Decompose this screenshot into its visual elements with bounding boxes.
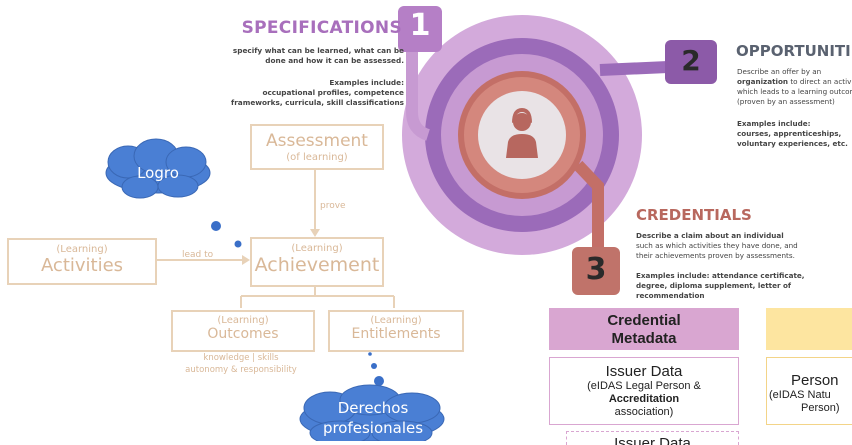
number-3: 3 [585,252,607,287]
leadto-arrow-head [242,255,250,265]
achievement-box: (Learning) Achievement [250,237,384,287]
next-data-box: Issuer Data [566,431,739,445]
outcomes-label: Outcomes [207,326,279,342]
opportunities-title: OPPORTUNITIES [736,42,852,60]
person-data-line2: Person) [801,402,840,414]
credential-metadata-header: Credential Metadata [549,308,739,350]
thought-bubble-4 [368,352,372,356]
thought-bubble-2 [234,240,242,248]
number-box-3 [572,247,620,295]
issuer-data-title: Issuer Data [605,363,683,380]
credentials-title: CREDENTIALS [636,206,752,224]
person-icon [506,108,538,158]
number-box-2 [665,40,717,84]
credentials-description: Describe a claim about an individual suc… [636,231,798,260]
assessment-label: Assessment [266,131,368,151]
next-data-title: Issuer Data [614,435,691,445]
thought-bubble-5 [371,363,377,369]
credentials-examples: Examples include: attendance certificate… [636,271,805,300]
person-data-line1: (eIDAS Natu [769,389,831,401]
achievement-label: Achievement [254,254,380,276]
issuer-data-line1: (eIDAS Legal Person & [587,380,701,392]
lead-to-label: lead to [182,250,214,260]
entitlements-label: Entitlements [351,326,441,342]
specifications-description: specify what can be learned, what can be… [232,46,404,65]
opportunities-description: Describe an offer by an organization to … [737,67,852,106]
achievement-sublabel: (Learning) [291,243,343,254]
issuer-data-line2: Accreditation [608,393,680,405]
number-box-1 [398,6,442,52]
derechos-cloud-text: Derechos profesionales [322,399,424,437]
outcomes-box: (Learning) Outcomes [171,310,315,352]
activities-label: Activities [40,255,124,276]
person-data-title: Person [791,372,839,389]
number-2: 2 [681,44,701,77]
derechos-cloud [299,384,445,441]
assessment-sublabel: (of learning) [286,152,348,163]
number-1: 1 [409,8,431,43]
specifications-title: SPECIFICATIONS [241,18,402,38]
specifications-examples-heading: Examples include: [329,78,404,87]
thought-bubble-1 [211,221,221,231]
connector-3 [573,160,604,252]
thought-bubble-6 [374,376,384,386]
outcomes-skills-caption: knowledge | skills autonomy & responsibi… [185,353,297,375]
specifications-examples: occupational profiles, competence framew… [231,88,404,107]
second-metadata-header [766,308,852,350]
assessment-box: Assessment (of learning) [250,124,384,170]
prove-arrow-head [310,229,320,237]
issuer-data-line3: association) [614,406,674,418]
activities-sublabel: (Learning) [56,244,108,255]
prove-label: prove [320,201,346,211]
issuer-data-box: Issuer Data (eIDAS Legal Person & Accred… [549,357,739,425]
person-data-box: Person (eIDAS Natu Person) [766,357,852,425]
connector-1 [406,44,431,141]
tree-lines [240,285,395,308]
outcomes-sublabel: (Learning) [217,315,269,326]
logro-cloud [105,138,211,199]
opportunities-examples: courses, apprenticeships, voluntary expe… [737,129,848,148]
activities-box: (Learning) Activities [7,238,157,285]
logro-cloud-text: Logro [137,164,179,182]
entitlements-box: (Learning) Entitlements [328,310,464,352]
entitlements-sublabel: (Learning) [370,315,422,326]
opportunities-examples-heading: Examples include: [737,119,811,128]
